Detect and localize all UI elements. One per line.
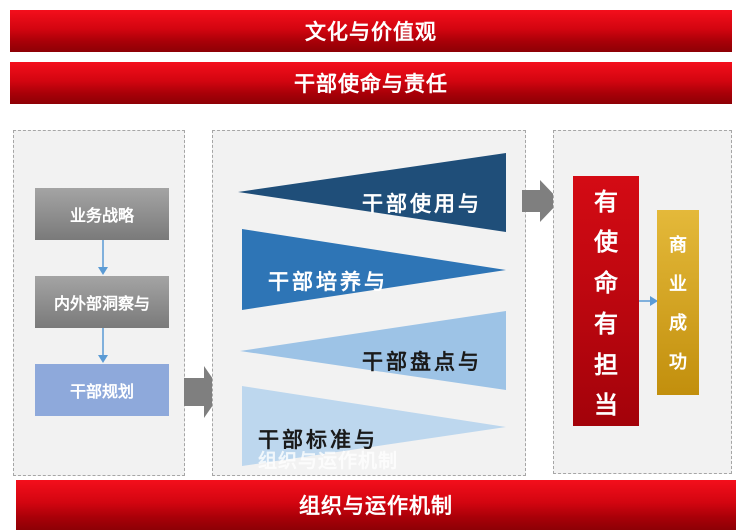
outcome-connector-arrow bbox=[639, 296, 658, 306]
org-mechanism-text: 组织与运作机制 bbox=[299, 493, 453, 518]
mission-char-3: 命 bbox=[594, 268, 618, 298]
cadre-mission-text: 干部使命与责任 bbox=[294, 71, 448, 96]
triangle-standard bbox=[242, 386, 506, 466]
business-success-box: 商 业 成 功 bbox=[657, 210, 699, 395]
triangle-develop bbox=[242, 229, 506, 310]
flow-arrow-right bbox=[522, 180, 560, 222]
triangle-review-label: 干部盘点与 bbox=[362, 349, 482, 374]
mission-char-1: 有 bbox=[594, 186, 618, 216]
culture-values-banner: 文化与价值观 bbox=[10, 10, 732, 52]
mission-char-2: 使 bbox=[594, 227, 618, 257]
business-strategy-box: 业务战略 bbox=[35, 188, 169, 240]
culture-values-text: 文化与价值观 bbox=[305, 19, 437, 44]
org-mechanism-banner: 组织与运作机制 bbox=[16, 480, 736, 530]
success-char-2: 业 bbox=[669, 274, 687, 295]
triangle-standard-label: 干部标准与 bbox=[258, 427, 378, 452]
connector-arrow-2 bbox=[98, 328, 108, 363]
mission-char-6: 当 bbox=[594, 390, 618, 420]
success-char-3: 成 bbox=[669, 313, 687, 334]
success-char-1: 商 bbox=[669, 235, 687, 256]
triangle-develop-label: 干部培养与 bbox=[268, 269, 388, 294]
triangle-use bbox=[238, 153, 506, 232]
overlay-ghost-text: 组织与运作机制 bbox=[258, 450, 399, 472]
mission-char-5: 担 bbox=[594, 349, 618, 379]
mission-responsibility-box: 有 使 命 有 担 当 bbox=[573, 176, 639, 426]
cadre-mission-banner: 干部使命与责任 bbox=[10, 62, 732, 104]
insight-label: 内外部洞察与 bbox=[53, 294, 150, 313]
cadre-planning-box: 干部规划 bbox=[35, 364, 169, 416]
business-strategy-label: 业务战略 bbox=[69, 206, 134, 225]
cadre-planning-label: 干部规划 bbox=[69, 382, 134, 401]
connector-arrow-1 bbox=[98, 240, 108, 275]
triangle-review bbox=[240, 311, 506, 390]
insight-box: 内外部洞察与 bbox=[35, 276, 169, 328]
success-char-4: 功 bbox=[669, 352, 687, 373]
triangle-use-label: 干部使用与 bbox=[362, 191, 482, 216]
mission-char-4: 有 bbox=[594, 308, 618, 338]
